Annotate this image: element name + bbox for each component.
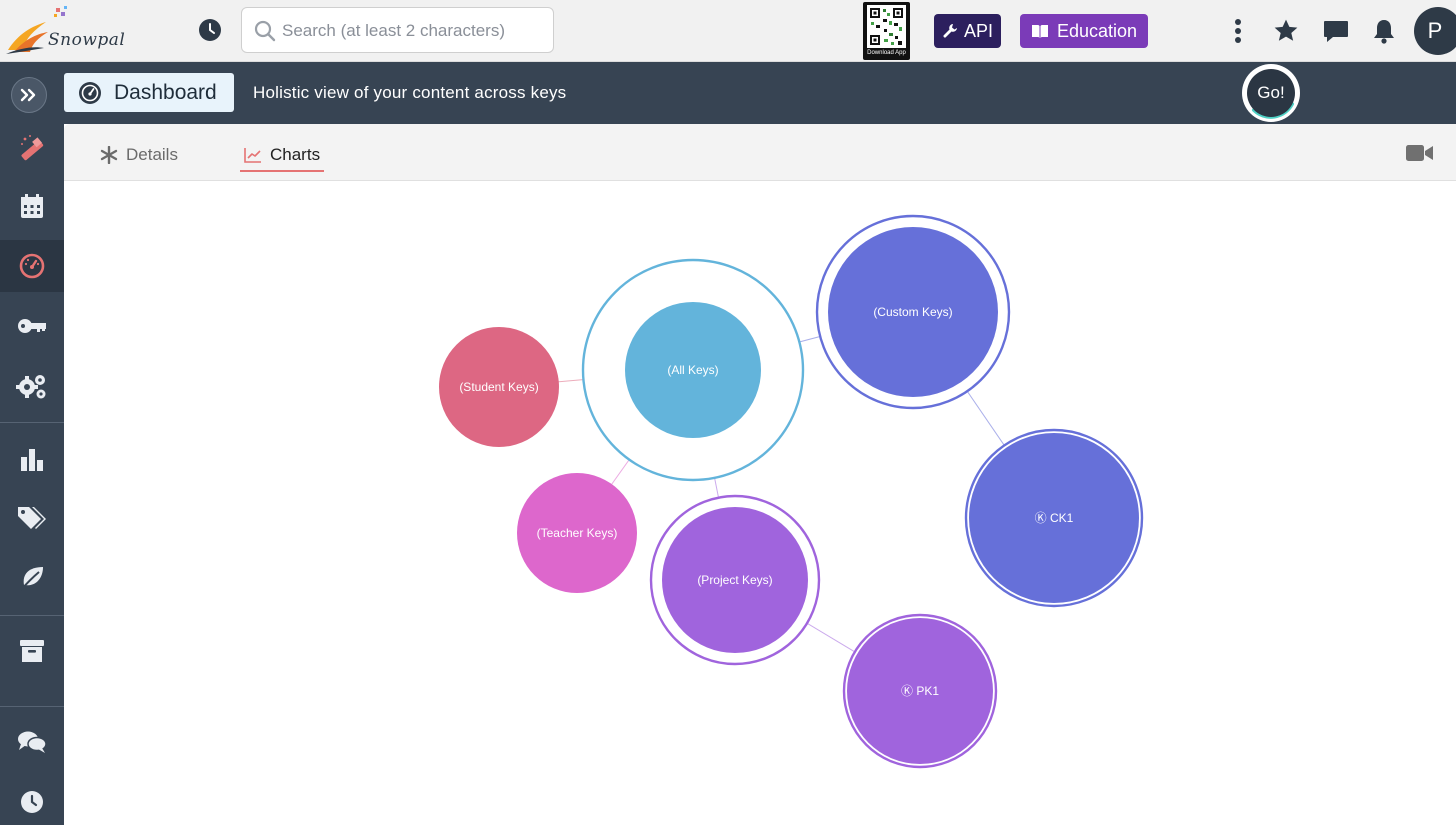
tab-details-label: Details: [126, 145, 178, 164]
download-app-qr[interactable]: Download App: [863, 2, 910, 60]
page-title: Dashboard: [64, 73, 234, 112]
sidebar-divider: [0, 422, 64, 423]
dashboard-icon: [79, 81, 101, 104]
qr-label: Download App: [867, 50, 906, 56]
education-button[interactable]: Education: [1020, 14, 1148, 48]
sidebar-item-dashboard[interactable]: [0, 240, 64, 292]
go-button[interactable]: Go!: [1242, 64, 1300, 122]
sidebar-item-tags[interactable]: [0, 492, 64, 544]
bubble-label-project: (Project Keys): [697, 573, 772, 587]
bubble-circle-pk1: [847, 618, 993, 764]
line-chart-icon: [244, 148, 261, 163]
page-header: Dashboard Holistic view of your content …: [64, 62, 1456, 124]
bell-icon: [1374, 20, 1394, 44]
education-label: Education: [1056, 20, 1138, 41]
asterisk-icon: [100, 146, 118, 164]
bubble-circle-ck1: [969, 433, 1139, 603]
bubble-custom[interactable]: (Custom Keys): [815, 214, 1011, 410]
bubble-label-student: (Student Keys): [459, 380, 538, 394]
tags-icon: [18, 507, 46, 529]
clock-icon: [21, 791, 43, 813]
qr-code-icon: [867, 5, 906, 48]
clock-icon: [199, 19, 221, 41]
bubble-circle-custom: [828, 227, 998, 397]
sidebar-item-recent[interactable]: [0, 776, 64, 825]
magic-wand-icon: [21, 135, 44, 161]
tab-charts-label: Charts: [270, 145, 321, 164]
history-clock-button[interactable]: [197, 17, 223, 43]
gears-icon: [16, 375, 46, 399]
comment-icon: [1324, 21, 1348, 42]
bubble-label-all: (All Keys): [667, 363, 718, 377]
double-chevron-right-icon: [20, 88, 36, 102]
video-tutorial-button[interactable]: [1406, 143, 1434, 163]
sidebar: [0, 62, 64, 825]
sidebar-item-settings[interactable]: [0, 360, 64, 412]
sidebar-item-leaf[interactable]: [0, 552, 64, 604]
bubble-label-custom: (Custom Keys): [873, 305, 952, 319]
sidebar-divider: [0, 706, 64, 707]
user-avatar[interactable]: P: [1414, 7, 1456, 55]
tab-details[interactable]: Details: [100, 142, 178, 168]
bubble-circle-all: [625, 302, 761, 438]
key-icon: [18, 319, 46, 333]
api-button[interactable]: API: [934, 14, 1001, 48]
bubble-pk1[interactable]: Ⓚ PK1: [842, 613, 998, 769]
go-label: Go!: [1247, 69, 1295, 117]
sidebar-divider: [0, 615, 64, 616]
sidebar-item-reports[interactable]: [0, 433, 64, 485]
bubble-teacher[interactable]: (Teacher Keys): [517, 473, 637, 593]
bubble-circle-project: [662, 507, 808, 653]
bubble-ck1[interactable]: Ⓚ CK1: [964, 428, 1144, 608]
sidebar-item-chat[interactable]: [0, 716, 64, 768]
bubble-all[interactable]: (All Keys): [581, 258, 805, 482]
chart-area: (All Keys) (Custom Keys) (Student Keys) (Te…: [64, 181, 1456, 825]
tab-bar: Details Charts: [64, 124, 1456, 181]
calendar-icon: [21, 194, 43, 218]
kebab-menu-icon: [1235, 19, 1241, 43]
logo-text: Snowpal: [48, 30, 126, 50]
search-input[interactable]: [282, 16, 542, 46]
key-bubble-chart: (All Keys) (Custom Keys) (Student Keys) (Te…: [439, 214, 1144, 769]
chat-icon: [18, 731, 47, 753]
book-open-icon: [1031, 24, 1048, 38]
leaf-icon: [20, 567, 43, 591]
favorites-button[interactable]: [1271, 16, 1301, 46]
bubble-circle-teacher: [517, 473, 637, 593]
bubble-circle-student: [439, 327, 559, 447]
bubble-label-teacher: (Teacher Keys): [537, 526, 618, 540]
page-title-text: Dashboard: [114, 80, 217, 104]
sidebar-item-keys[interactable]: [0, 300, 64, 352]
bubble-project[interactable]: (Project Keys): [649, 494, 821, 666]
bubble-label-pk1: Ⓚ PK1: [901, 684, 939, 698]
page-description: Holistic view of your content across key…: [253, 83, 567, 102]
video-camera-icon: [1406, 145, 1433, 161]
notifications-button[interactable]: [1369, 16, 1399, 46]
tab-charts[interactable]: Charts: [240, 142, 325, 172]
messages-button[interactable]: [1321, 16, 1351, 46]
more-menu-button[interactable]: [1223, 16, 1253, 46]
bubble-label-ck1: Ⓚ CK1: [1035, 511, 1074, 525]
search-icon: [254, 20, 276, 42]
bar-chart-icon: [21, 449, 43, 471]
expand-sidebar-button[interactable]: [11, 77, 47, 113]
snowpal-logo-icon: [6, 6, 67, 54]
star-icon: [1274, 19, 1298, 41]
global-search: [241, 7, 554, 53]
sidebar-item-archive[interactable]: [0, 625, 64, 677]
sidebar-item-wand[interactable]: [0, 122, 64, 174]
wrench-icon: [943, 24, 957, 38]
bubble-student[interactable]: (Student Keys): [439, 327, 559, 447]
dashboard-icon: [19, 253, 45, 279]
snowpal-logo[interactable]: Snowpal: [4, 4, 134, 58]
sidebar-item-calendar[interactable]: [0, 180, 64, 232]
archive-icon: [20, 640, 44, 662]
top-bar: Snowpal Download App: [0, 0, 1456, 62]
api-label: API: [963, 20, 993, 41]
